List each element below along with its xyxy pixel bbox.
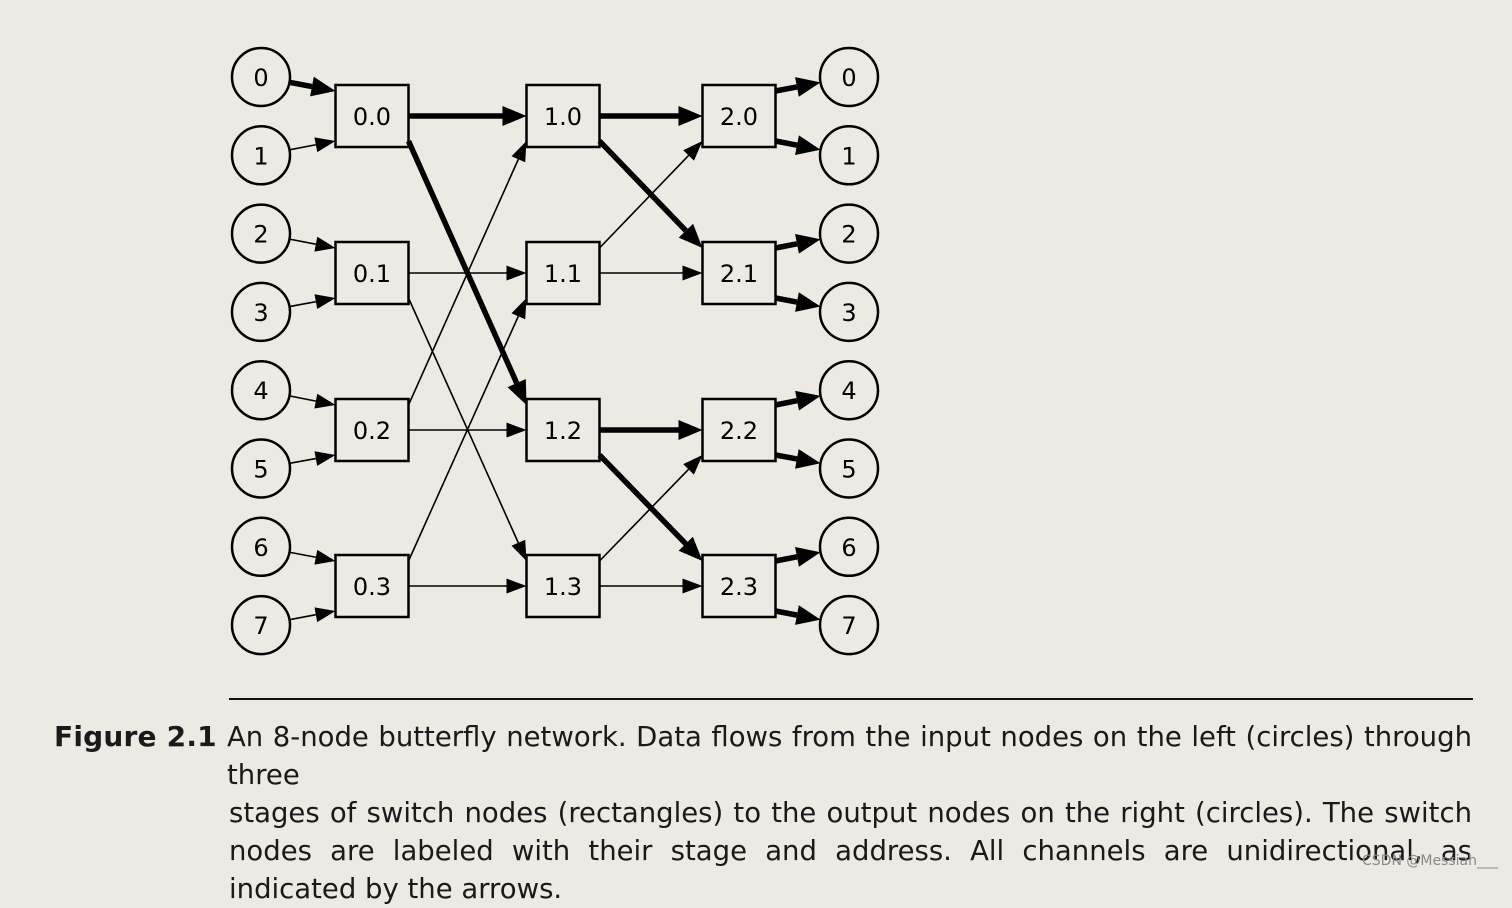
edge-in-5-to-0.2 <box>289 451 336 466</box>
edge-2.1-to-out-2 <box>774 234 821 254</box>
switch-node-0-2: 0.2 <box>334 397 410 463</box>
edge-0.1-to-1.3 <box>407 297 527 561</box>
output-node-6-label: 6 <box>841 534 856 562</box>
switch-node-2-3-label: 2.3 <box>720 573 758 601</box>
switch-node-1-0: 1.0 <box>525 83 601 149</box>
input-node-0: 0 <box>230 46 292 108</box>
switch-node-2-2: 2.2 <box>701 397 777 463</box>
edge-1.0-to-2.0 <box>599 106 703 126</box>
switch-node-1-1: 1.1 <box>525 240 601 306</box>
edge-in-1-to-0.0 <box>289 137 336 153</box>
edge-1.2-to-2.2 <box>599 420 703 440</box>
output-node-7: 7 <box>818 594 880 656</box>
edge-1.1-to-2.1 <box>599 265 703 281</box>
channel-edges <box>288 76 821 625</box>
output-node-4: 4 <box>818 359 880 421</box>
switch-node-1-0-label: 1.0 <box>544 103 582 131</box>
switch-node-2-2-label: 2.2 <box>720 417 758 445</box>
input-node-4: 4 <box>230 359 292 421</box>
output-node-0-label: 0 <box>841 64 856 92</box>
switch-node-2-0-label: 2.0 <box>720 103 758 131</box>
edge-in-0-to-0.0 <box>288 76 336 97</box>
edge-in-6-to-0.3 <box>289 549 336 565</box>
input-node-2-label: 2 <box>253 221 268 249</box>
edge-0.3-to-1.1 <box>407 298 527 562</box>
edge-0.0-to-1.0 <box>408 106 527 126</box>
input-node-6-label: 6 <box>253 534 268 562</box>
input-node-3-label: 3 <box>253 299 268 327</box>
switch-node-0-3-label: 0.3 <box>353 573 391 601</box>
input-node-7: 7 <box>230 594 292 656</box>
input-node-7-label: 7 <box>253 612 268 640</box>
input-node-1: 1 <box>230 125 292 186</box>
butterfly-network-diagram: 0 1 2 3 4 5 6 7 0 1 2 3 4 5 6 7 0.0 0.1 0.2 0.3 1.0 1.1 1.2 1.3… <box>230 46 880 656</box>
input-node-4-label: 4 <box>253 377 268 405</box>
caption-label: Figure 2.1 <box>54 720 217 753</box>
edge-1.3-to-2.2 <box>598 455 703 562</box>
output-node-1-label: 1 <box>841 142 856 170</box>
output-node-2-label: 2 <box>841 221 856 249</box>
caption-body: An 8-node butterfly network. Data flows … <box>227 718 1472 908</box>
edge-2.3-to-out-7 <box>774 605 821 625</box>
output-node-0: 0 <box>818 46 880 108</box>
watermark: CSDN @Messiah___ <box>1362 853 1498 869</box>
edge-2.2-to-out-4 <box>774 390 821 411</box>
switch-node-1-2-label: 1.2 <box>544 417 582 445</box>
edge-0.0-to-1.2 <box>405 139 527 405</box>
output-node-4-label: 4 <box>841 377 856 405</box>
output-node-2: 2 <box>818 203 880 264</box>
edge-in-3-to-0.1 <box>289 294 336 309</box>
edge-2.2-to-out-5 <box>775 449 821 469</box>
output-node-1: 1 <box>818 125 880 186</box>
edge-2.1-to-out-3 <box>774 292 821 312</box>
edge-0.3-to-1.3 <box>408 578 527 594</box>
caption-first-line: An 8-node butterfly network. Data flows … <box>227 721 1472 791</box>
switch-node-0-0: 0.0 <box>334 83 410 149</box>
output-node-3: 3 <box>818 281 880 343</box>
edge-in-4-to-0.2 <box>289 393 336 409</box>
edge-0.2-to-1.2 <box>408 422 527 438</box>
edge-0.1-to-1.1 <box>408 265 527 281</box>
input-node-2: 2 <box>230 203 292 264</box>
caption-divider <box>229 698 1473 700</box>
switch-node-0-1: 0.1 <box>334 240 410 306</box>
network-nodes: 0 1 2 3 4 5 6 7 0 1 2 3 4 5 6 7 0.0 0.1 0.2 0.3 1.0 1.1 1.2 1.3… <box>230 46 880 656</box>
input-node-3: 3 <box>230 281 292 343</box>
edge-1.2-to-2.3 <box>597 453 703 561</box>
switch-node-2-0: 2.0 <box>701 83 777 149</box>
switch-node-0-2-label: 0.2 <box>353 417 391 445</box>
switch-node-2-3: 2.3 <box>701 553 777 619</box>
edge-in-2-to-0.1 <box>289 236 336 252</box>
output-node-6: 6 <box>818 516 880 578</box>
input-node-5-label: 5 <box>253 456 268 484</box>
switch-node-0-0-label: 0.0 <box>353 103 391 131</box>
input-node-0-label: 0 <box>253 64 268 92</box>
input-node-5: 5 <box>230 438 292 499</box>
edge-2.0-to-out-0 <box>774 77 821 97</box>
output-node-7-label: 7 <box>841 612 856 640</box>
edge-2.0-to-out-1 <box>774 135 821 155</box>
input-node-6: 6 <box>230 516 292 578</box>
switch-node-2-1-label: 2.1 <box>720 260 758 288</box>
switch-node-2-1: 2.1 <box>701 240 777 306</box>
edge-0.2-to-1.0 <box>407 141 527 406</box>
switch-node-1-1-label: 1.1 <box>544 260 582 288</box>
output-node-5: 5 <box>818 438 880 499</box>
switch-node-1-3-label: 1.3 <box>544 573 582 601</box>
edge-1.0-to-2.1 <box>597 139 703 248</box>
output-node-5-label: 5 <box>841 456 856 484</box>
edge-1.3-to-2.3 <box>599 578 703 594</box>
switch-node-1-3: 1.3 <box>525 553 601 619</box>
switch-node-0-3: 0.3 <box>334 553 410 619</box>
caption-rest: stages of switch nodes (rectangles) to t… <box>229 797 1472 905</box>
edge-in-7-to-0.3 <box>289 607 336 623</box>
input-node-1-label: 1 <box>253 142 268 170</box>
edge-2.3-to-out-6 <box>774 547 821 567</box>
switch-node-1-2: 1.2 <box>525 397 601 463</box>
output-node-3-label: 3 <box>841 299 856 327</box>
edge-1.1-to-2.0 <box>598 141 703 249</box>
switch-node-0-1-label: 0.1 <box>353 260 391 288</box>
